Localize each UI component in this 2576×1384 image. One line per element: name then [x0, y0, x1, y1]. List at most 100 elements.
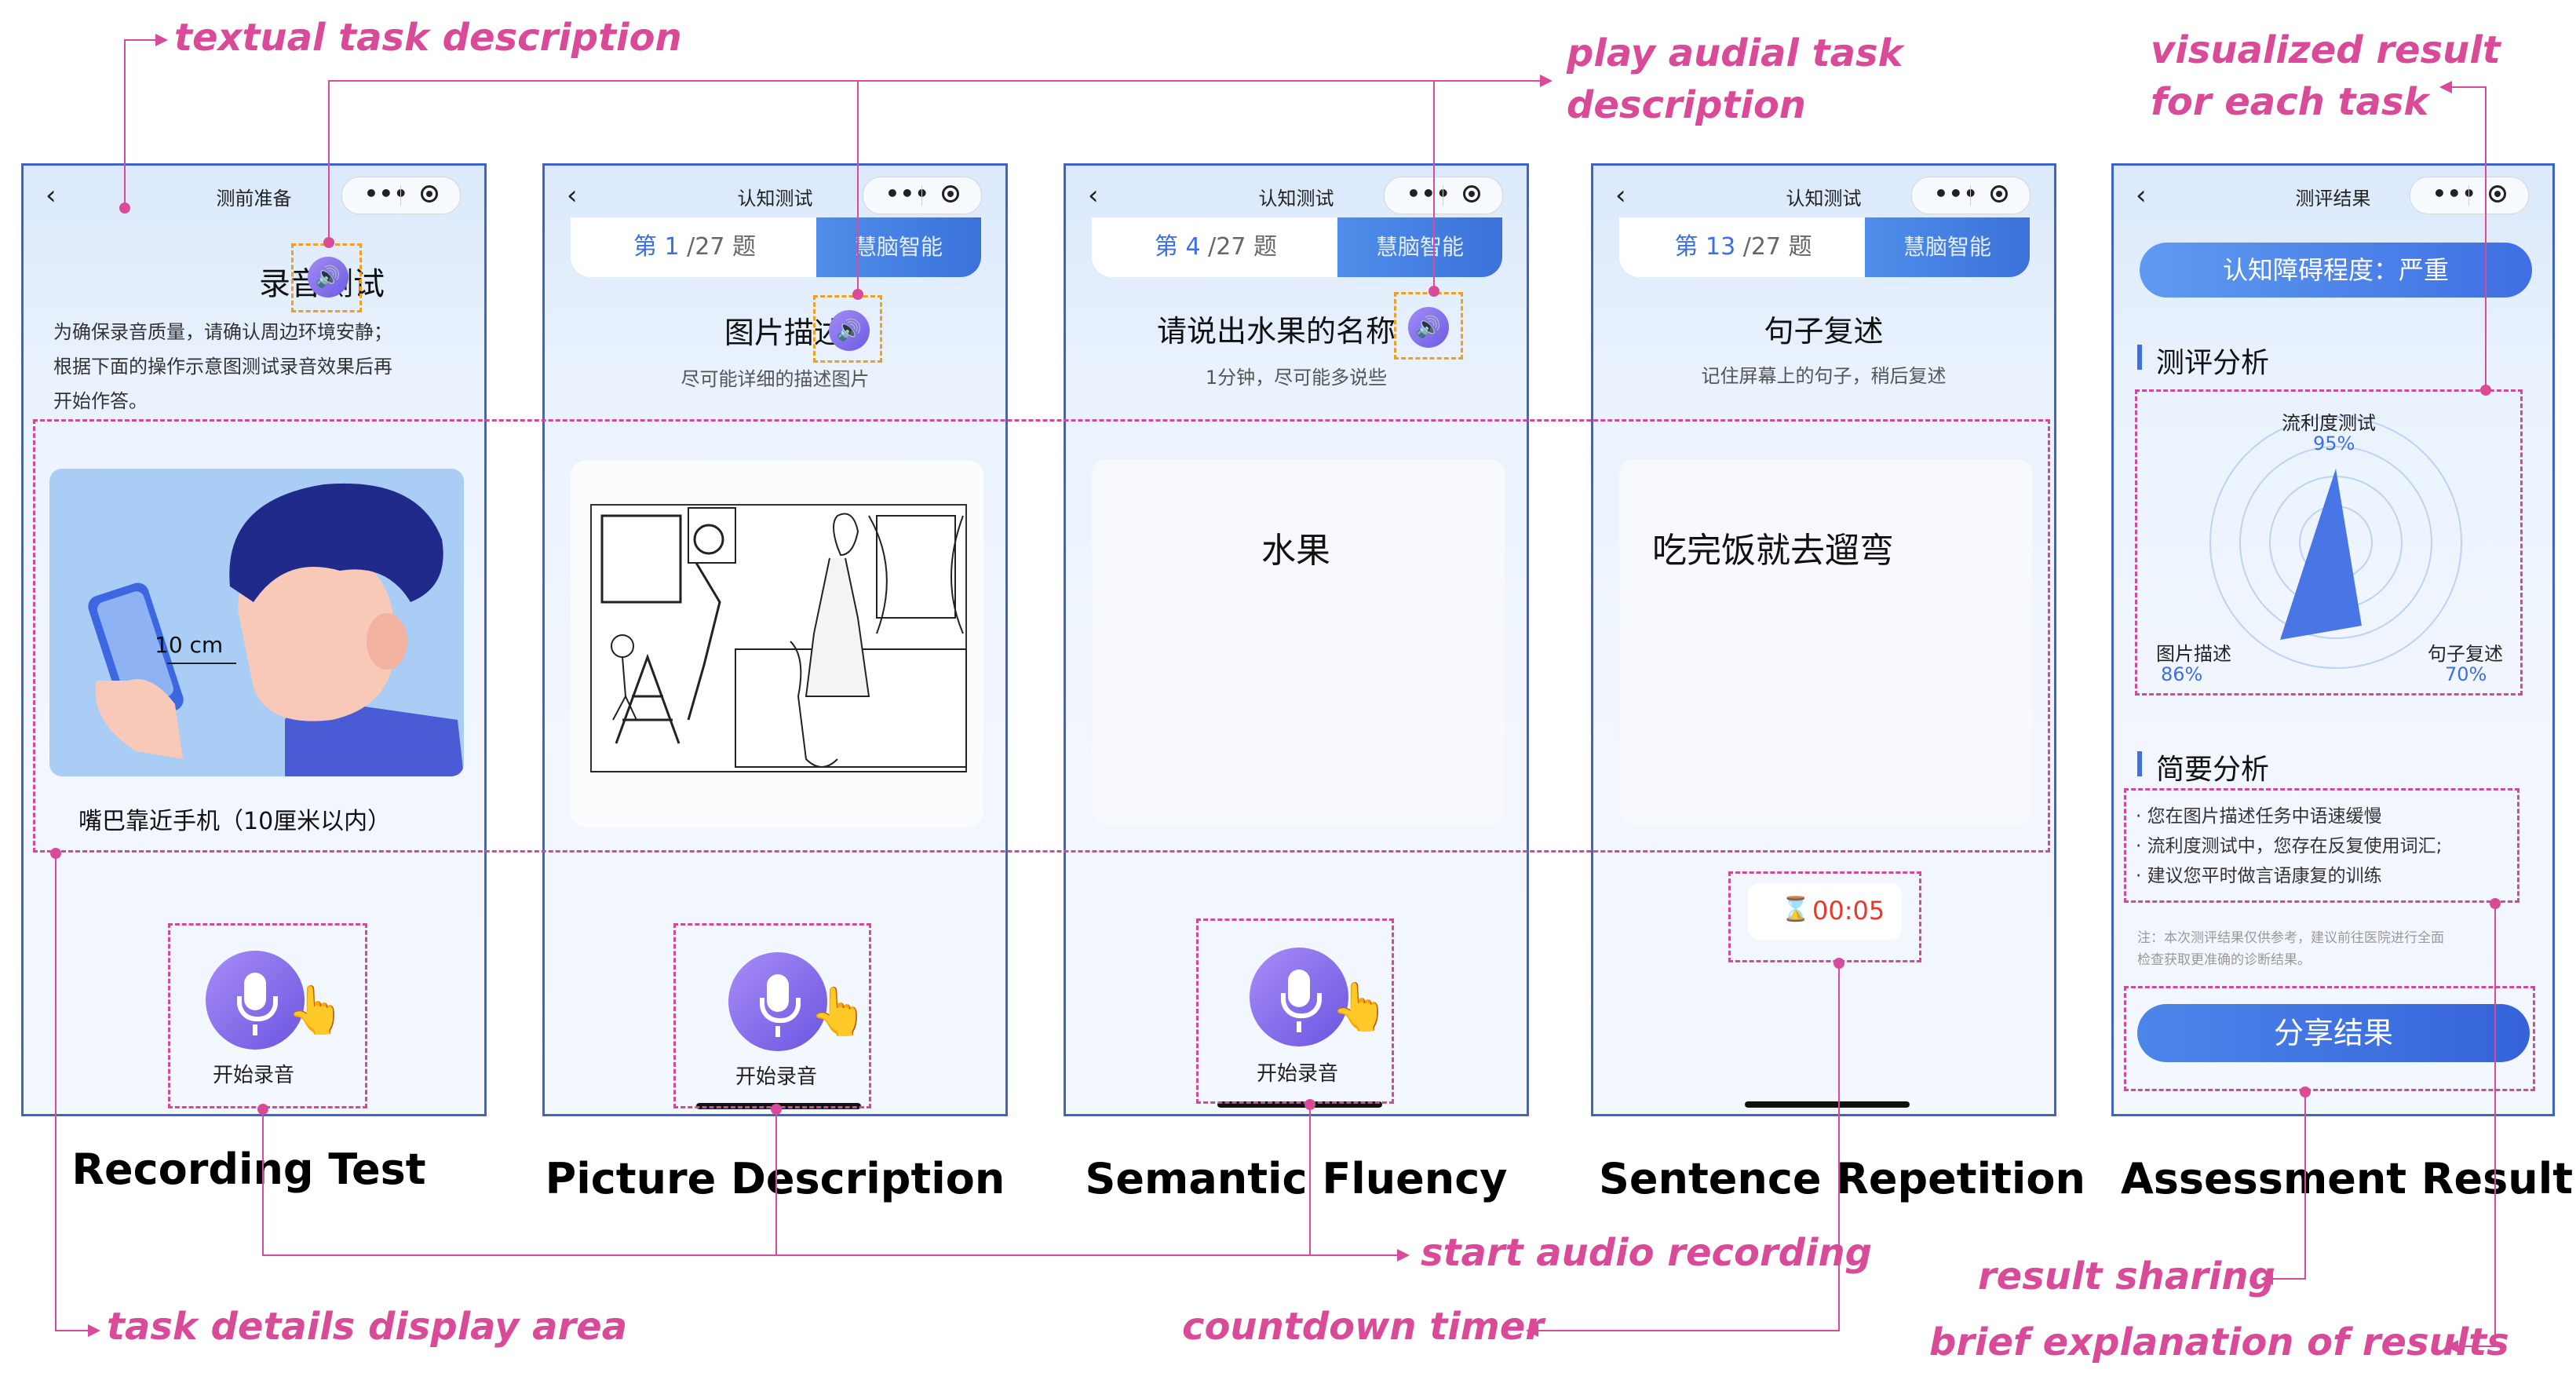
screen-recording-test: ‹ 测前准备 ••• 录音测试 🔊 为确保录音质量，请确认周边环境安静； 根据下…: [21, 163, 487, 1116]
connector: [262, 1108, 264, 1256]
start-recording-label[interactable]: 开始录音: [213, 1064, 295, 1087]
mini-program-capsule[interactable]: •••: [1911, 177, 2031, 214]
section-brief-title: 简要分析: [2156, 754, 2270, 786]
connector-dot: [323, 237, 334, 248]
connector-dot: [771, 1104, 782, 1115]
disclaimer-note: 注：本次测评结果仅供参考，建议前往医院进行全面 检查获取更准确的诊断结果。: [2137, 927, 2444, 971]
more-icon[interactable]: •••: [2432, 181, 2477, 206]
prompt-word: 水果: [1261, 531, 1330, 571]
connector: [2450, 86, 2485, 88]
task-details-area-box: [33, 419, 2050, 853]
connector: [775, 1108, 777, 1256]
radar-chart: [2209, 416, 2462, 669]
page-title: 测评结果: [2295, 188, 2371, 210]
close-target-icon[interactable]: [1463, 185, 1480, 203]
instruction-line: 为确保录音质量，请确认周边环境安静；: [53, 321, 392, 343]
caption-semantic: Semantic Fluency: [1085, 1154, 1508, 1203]
question-progress: 第 4 /27 题: [1092, 217, 1340, 277]
note-line: 检查获取更准确的诊断结果。: [2137, 952, 2311, 968]
brand-tab[interactable]: 慧脑智能: [1865, 217, 2030, 277]
question-progress: 第 13 /27 题: [1619, 217, 1867, 277]
back-icon[interactable]: ‹: [1088, 180, 1099, 211]
tap-hand-icon: 👆: [1330, 980, 1389, 1035]
more-icon[interactable]: •••: [364, 181, 409, 206]
record-mic-button[interactable]: [1250, 948, 1348, 1046]
connector: [262, 1254, 1400, 1256]
more-icon[interactable]: •••: [1934, 181, 1979, 206]
annotation-countdown: countdown timer: [1182, 1305, 1544, 1349]
annotation-result-sharing: result sharing: [1978, 1254, 2275, 1298]
caption-picture: Picture Description: [545, 1154, 1005, 1203]
record-mic-button[interactable]: [728, 952, 827, 1051]
close-target-icon[interactable]: [2489, 185, 2506, 203]
mic-box-3: [1196, 918, 1394, 1104]
mini-program-capsule[interactable]: •••: [2410, 177, 2529, 214]
annotation-task-details: task details display area: [107, 1305, 628, 1349]
mini-program-capsule[interactable]: •••: [1384, 177, 1503, 214]
sentence-text: 吃完饭就去遛弯: [1652, 531, 1894, 571]
close-target-icon[interactable]: [421, 185, 438, 203]
annotation-play-audio-1: play audial task: [1567, 31, 1903, 75]
radar-left-label: 图片描述: [2156, 643, 2231, 665]
connector: [55, 853, 57, 1331]
more-icon[interactable]: •••: [885, 181, 930, 206]
screen-picture-description: ‹ 认知测试 ••• 第 1 /27 题 慧脑智能 图片描述1 🔊 尽可能详细的…: [542, 163, 1008, 1116]
mini-program-capsule[interactable]: •••: [341, 177, 461, 214]
page-title: 认知测试: [1786, 188, 1862, 210]
caption-sentence: Sentence Repetition: [1599, 1154, 2085, 1203]
brief-bullets: · 您在图片描述任务中语速缓慢 · 流利度测试中，您存在反复使用词汇; · 建议…: [2136, 802, 2442, 891]
progress-tabs: 第 4 /27 题 慧脑智能: [1092, 217, 1502, 277]
screen-sentence-repetition: ‹ 认知测试 ••• 第 13 /27 题 慧脑智能 句子复述 记住屏幕上的句子…: [1591, 163, 2056, 1116]
tap-hand-icon: 👆: [809, 984, 868, 1039]
brand-tab[interactable]: 慧脑智能: [1337, 217, 1502, 277]
record-mic-button[interactable]: [206, 951, 305, 1050]
brief-bullet: · 您在图片描述任务中语速缓慢: [2136, 806, 2382, 827]
top-bar: ‹ 认知测试 •••: [1593, 166, 2054, 221]
screen-assessment-result: ‹ 测评结果 ••• 认知障碍程度：严重 测评分析 流利度测试 95% 图片描述…: [2111, 163, 2555, 1116]
mini-program-capsule[interactable]: •••: [863, 177, 982, 214]
connector: [2273, 1278, 2304, 1280]
progress-tabs: 第 1 /27 题 慧脑智能: [571, 217, 981, 277]
progress-prefix: 第: [1154, 233, 1178, 261]
connector: [857, 80, 859, 295]
page-title: 认知测试: [1258, 188, 1334, 210]
connector: [1538, 1330, 1838, 1331]
start-recording-label[interactable]: 开始录音: [735, 1065, 818, 1089]
progress-number: 4: [1185, 233, 1201, 261]
speaker-icon[interactable]: 🔊: [308, 257, 348, 298]
speaker-highlight: [291, 243, 362, 312]
top-bar: ‹ 测前准备 •••: [24, 166, 484, 221]
connector-dot: [852, 289, 863, 300]
close-target-icon[interactable]: [1990, 185, 2008, 203]
task-card: 吃完饭就去遛弯: [1619, 459, 2032, 825]
task-card: [571, 461, 983, 827]
back-icon[interactable]: ‹: [46, 180, 57, 211]
mic-box-2: [673, 923, 871, 1108]
task-subtext: 记住屏幕上的句子，稍后复述: [1701, 365, 1947, 387]
back-icon[interactable]: ‹: [1615, 180, 1626, 211]
back-icon[interactable]: ‹: [567, 180, 578, 211]
top-bar: ‹ 认知测试 •••: [545, 166, 1005, 221]
arrow-head: [2439, 81, 2452, 93]
timer-value: 00:05: [1812, 896, 1885, 926]
distance-label: 10 cm: [155, 632, 224, 658]
back-icon[interactable]: ‹: [2136, 180, 2147, 211]
start-recording-label[interactable]: 开始录音: [1257, 1062, 1339, 1086]
share-button[interactable]: 分享结果: [2137, 1004, 2530, 1062]
share-box: [2124, 986, 2535, 1091]
screen-semantic-fluency: ‹ 认知测试 ••• 第 4 /27 题 慧脑智能 请说出水果的名称 🔊 1分钟…: [1064, 163, 1529, 1116]
progress-prefix: 第: [633, 233, 657, 261]
task-card: 水果: [1092, 459, 1505, 825]
speaker-icon[interactable]: 🔊: [829, 310, 870, 351]
section-analysis-title: 测评分析: [2156, 347, 2270, 379]
tap-hand-icon: 👆: [286, 983, 345, 1038]
home-indicator: [1745, 1101, 1910, 1108]
severity-banner: 认知障碍程度：严重: [2140, 243, 2532, 298]
radar-left-value: 86%: [2161, 663, 2203, 685]
speaker-icon[interactable]: 🔊: [1408, 307, 1449, 348]
close-target-icon[interactable]: [942, 185, 959, 203]
more-icon[interactable]: •••: [1407, 181, 1451, 206]
connector: [55, 1330, 93, 1331]
brand-tab[interactable]: 慧脑智能: [816, 217, 981, 277]
speaker-highlight: [1394, 292, 1463, 360]
